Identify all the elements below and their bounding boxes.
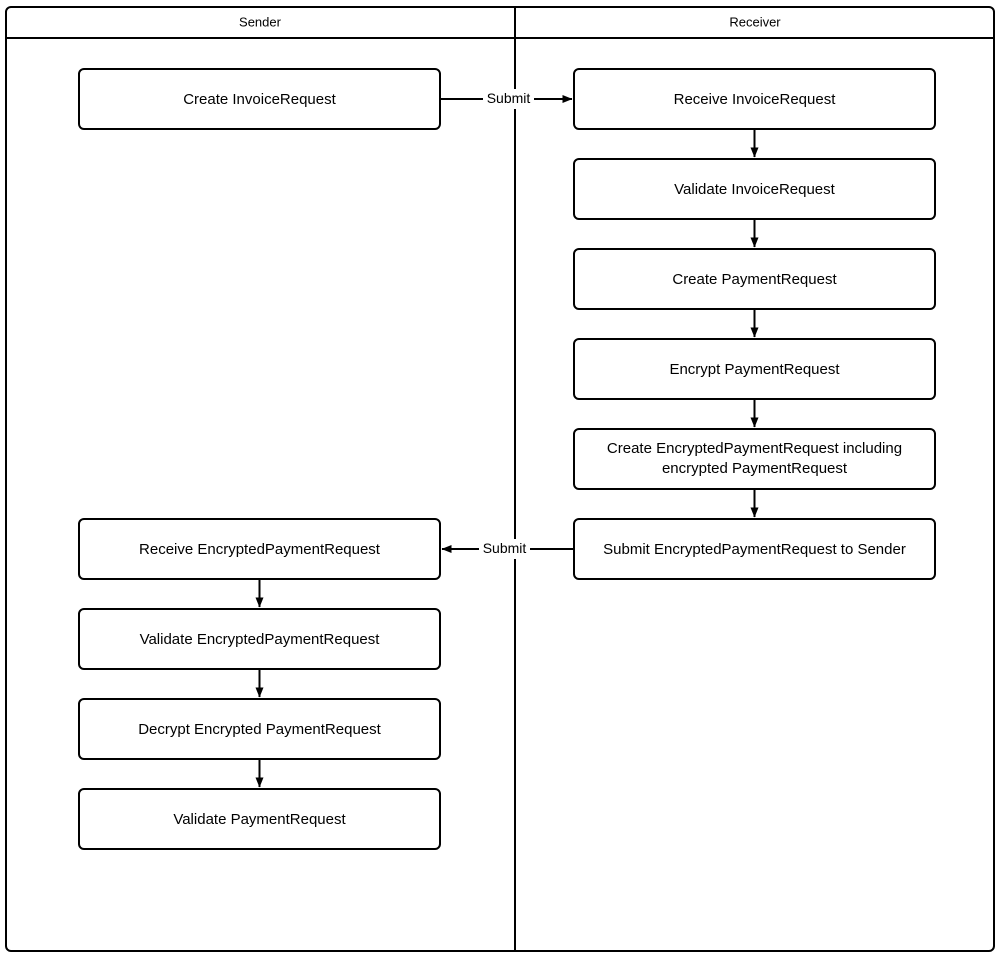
node-validate-paymentrequest-label: Validate PaymentRequest bbox=[173, 811, 346, 828]
lane-header-receiver: Receiver bbox=[729, 14, 781, 29]
node-submit-encryptedpaymentrequest-to-sender[interactable]: Submit EncryptedPaymentRequest to Sender bbox=[573, 518, 936, 580]
node-create-invoicerequest[interactable]: Create InvoiceRequest bbox=[78, 68, 441, 130]
node-decrypt-encrypted-paymentrequest-shape[interactable] bbox=[78, 698, 441, 760]
node-create-invoicerequest-shape[interactable] bbox=[78, 68, 441, 130]
node-validate-invoicerequest[interactable]: Validate InvoiceRequest bbox=[573, 158, 936, 220]
node-receive-invoicerequest[interactable]: Receive InvoiceRequest bbox=[573, 68, 936, 130]
node-create-encryptedpaymentrequest-label-line1: Create EncryptedPaymentRequest including bbox=[607, 440, 902, 457]
edge-label-backdrop-submit-return bbox=[479, 539, 530, 559]
node-encrypt-paymentrequest[interactable]: Encrypt PaymentRequest bbox=[573, 338, 936, 400]
node-create-invoicerequest-label: Create InvoiceRequest bbox=[183, 91, 336, 108]
node-encrypt-paymentrequest-label: Encrypt PaymentRequest bbox=[669, 361, 840, 378]
node-receive-encryptedpaymentrequest[interactable]: Receive EncryptedPaymentRequest bbox=[78, 518, 441, 580]
node-encrypt-paymentrequest-shape[interactable] bbox=[573, 338, 936, 400]
node-validate-invoicerequest-label: Validate InvoiceRequest bbox=[674, 181, 835, 198]
lane-title-receiver: Receiver bbox=[729, 14, 781, 29]
node-validate-encryptedpaymentrequest[interactable]: Validate EncryptedPaymentRequest bbox=[78, 608, 441, 670]
node-receive-invoicerequest-label: Receive InvoiceRequest bbox=[674, 91, 837, 108]
node-create-encryptedpaymentrequest-shape[interactable] bbox=[573, 428, 936, 490]
lane-header-sender: Sender bbox=[239, 14, 282, 29]
node-receive-encryptedpaymentrequest-shape[interactable] bbox=[78, 518, 441, 580]
node-decrypt-encrypted-paymentrequest[interactable]: Decrypt Encrypted PaymentRequest bbox=[78, 698, 441, 760]
node-submit-encryptedpaymentrequest-to-sender-label: Submit EncryptedPaymentRequest to Sender bbox=[603, 541, 906, 558]
node-receive-encryptedpaymentrequest-label: Receive EncryptedPaymentRequest bbox=[139, 541, 381, 558]
swimlane-frame bbox=[5, 6, 995, 952]
edge-layer: Submit Submit bbox=[255, 89, 759, 788]
node-validate-paymentrequest-shape[interactable] bbox=[78, 788, 441, 850]
node-create-encryptedpaymentrequest[interactable]: Create EncryptedPaymentRequest including… bbox=[573, 428, 936, 490]
node-receive-invoicerequest-shape[interactable] bbox=[573, 68, 936, 130]
node-create-paymentrequest-label: Create PaymentRequest bbox=[672, 271, 837, 288]
lane-title-sender: Sender bbox=[239, 14, 282, 29]
node-create-paymentrequest[interactable]: Create PaymentRequest bbox=[573, 248, 936, 310]
node-validate-invoicerequest-shape[interactable] bbox=[573, 158, 936, 220]
node-create-paymentrequest-shape[interactable] bbox=[573, 248, 936, 310]
edge-label-submit-forward: Submit bbox=[487, 90, 531, 106]
node-submit-encryptedpaymentrequest-to-sender-shape[interactable] bbox=[573, 518, 936, 580]
node-decrypt-encrypted-paymentrequest-label: Decrypt Encrypted PaymentRequest bbox=[138, 721, 381, 738]
node-validate-encryptedpaymentrequest-label: Validate EncryptedPaymentRequest bbox=[140, 631, 381, 648]
diagram-outer-border bbox=[5, 6, 995, 952]
node-validate-encryptedpaymentrequest-shape[interactable] bbox=[78, 608, 441, 670]
node-validate-paymentrequest[interactable]: Validate PaymentRequest bbox=[78, 788, 441, 850]
edge-label-backdrop-submit-forward bbox=[483, 89, 534, 109]
node-create-encryptedpaymentrequest-label-line2: encrypted PaymentRequest bbox=[662, 460, 848, 477]
edge-label-submit-return: Submit bbox=[483, 540, 527, 556]
node-layer: Create InvoiceRequest Receive InvoiceReq… bbox=[78, 68, 936, 850]
